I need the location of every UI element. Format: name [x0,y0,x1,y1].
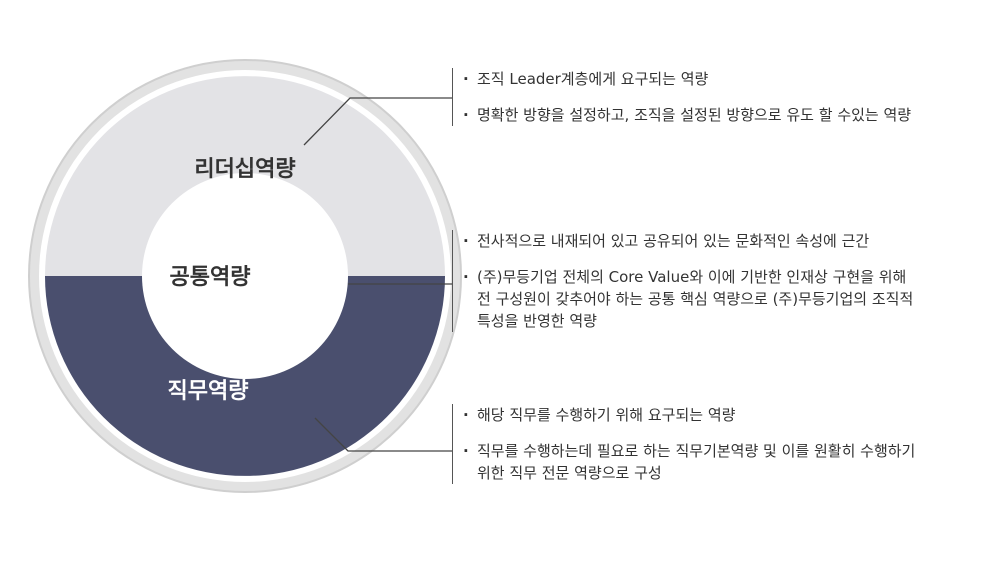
common-segment [142,173,348,379]
description-item: · 직무를 수행하는데 필요로 하는 직무기본역량 및 이를 원활히 수행하기 … [463,440,993,484]
description-item: · 명확한 방향을 설정하고, 조직을 설정된 방향으로 유도 할 수있는 역량 [463,104,993,126]
description-text: 해당 직무를 수행하기 위해 요구되는 역량 [477,406,736,424]
connector-leadership [303,97,452,146]
bullet: · [463,70,469,88]
description-text: 조직 Leader계층에게 요구되는 역량 [477,70,709,88]
bullet: · [463,406,469,424]
job-description: · 해당 직무를 수행하기 위해 요구되는 역량 · 직무를 수행하는데 필요로… [452,404,993,484]
description-item: · 전사적으로 내재되어 있고 공유되어 있는 문화적인 속성에 근간 [463,230,993,252]
bullet: · [463,442,469,460]
description-text: (주)무등기업 전체의 Core Value와 이에 기반한 인재상 구현을 위… [477,268,914,330]
description-text: 명확한 방향을 설정하고, 조직을 설정된 방향으로 유도 할 수있는 역량 [477,106,912,124]
leadership-label: 리더십역량 [194,157,295,182]
description-item: · 해당 직무를 수행하기 위해 요구되는 역량 [463,404,993,426]
job-label: 직무역량 [168,379,249,404]
connector-job [314,417,452,452]
leadership-description: · 조직 Leader계층에게 요구되는 역량 · 명확한 방향을 설정하고, … [452,68,993,126]
description-text: 전사적으로 내재되어 있고 공유되어 있는 문화적인 속성에 근간 [477,232,870,250]
bullet: · [463,106,469,124]
description-item: · 조직 Leader계층에게 요구되는 역량 [463,68,993,90]
common-description: · 전사적으로 내재되어 있고 공유되어 있는 문화적인 속성에 근간 · (주… [452,230,993,332]
common-label: 공통역량 [170,265,251,290]
bullet: · [463,232,469,250]
description-item: · (주)무등기업 전체의 Core Value와 이에 기반한 인재상 구현을… [463,266,993,332]
bullet: · [463,268,469,286]
description-text: 직무를 수행하는데 필요로 하는 직무기본역량 및 이를 원활히 수행하기 위한… [477,442,916,482]
